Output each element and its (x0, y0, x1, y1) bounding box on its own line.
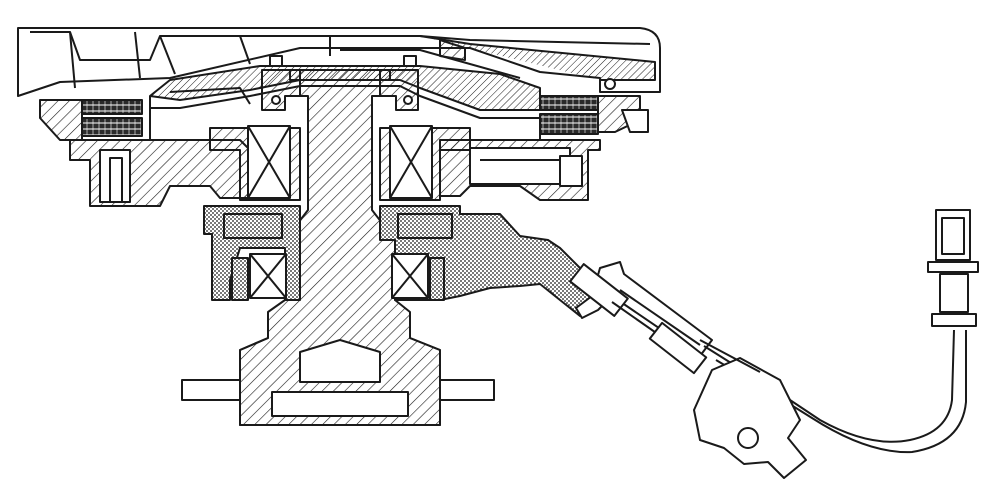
left-coil-winding (39, 99, 143, 141)
lower-left-bearing (231, 253, 287, 301)
main-housing (69, 139, 601, 207)
internal-detail-lines (149, 55, 541, 140)
valve-bracket (693, 339, 807, 479)
upper-left-bearing (247, 125, 291, 199)
right-coil-winding (539, 78, 649, 135)
central-shaft (181, 69, 495, 426)
lower-right-bearing (391, 253, 445, 301)
upper-right-bearing (389, 125, 433, 199)
vertical-connector (927, 209, 979, 327)
inlet-tube (569, 261, 967, 454)
top-cover (17, 27, 661, 97)
